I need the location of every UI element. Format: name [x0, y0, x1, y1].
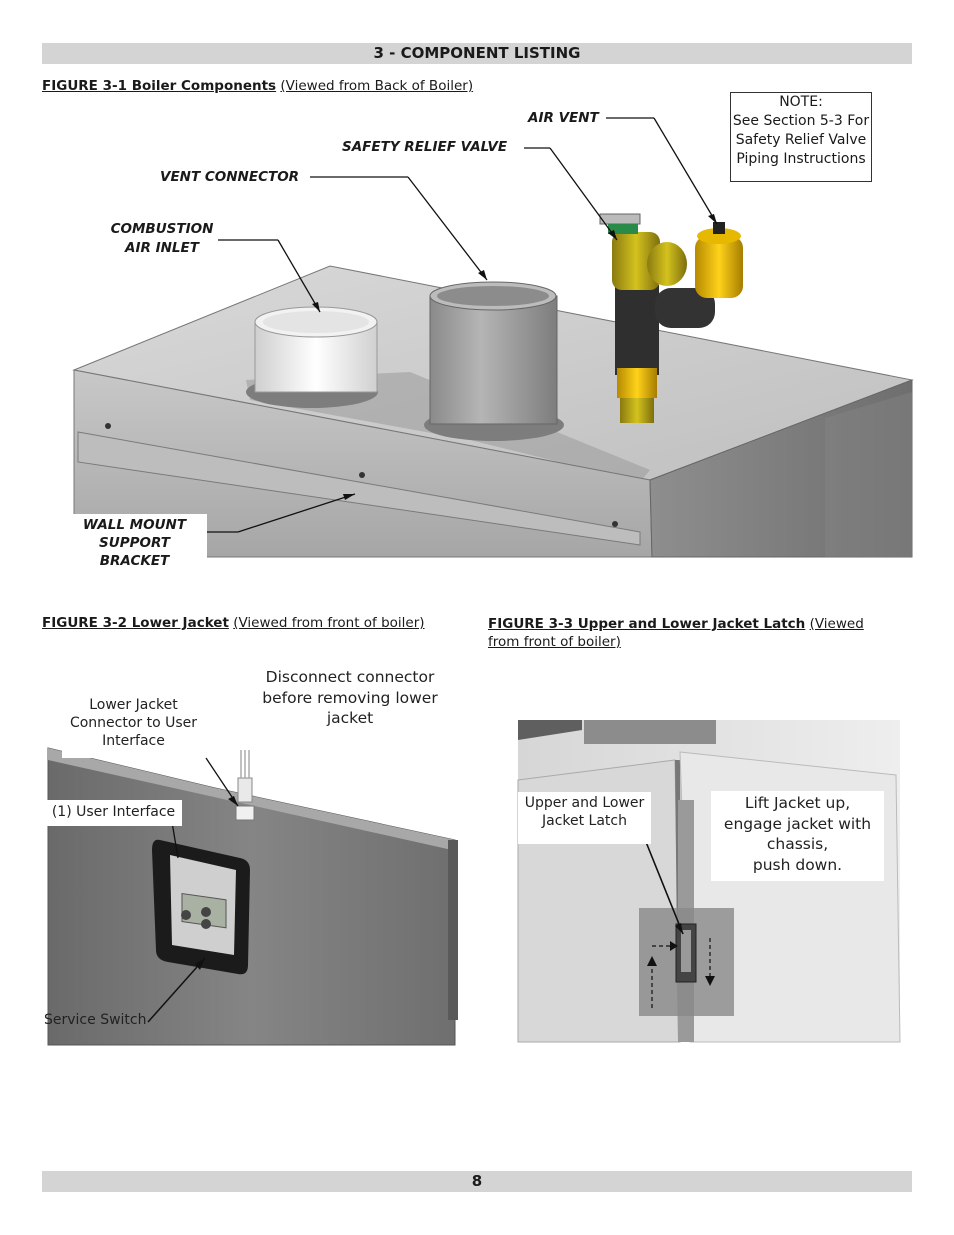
label-line: chassis, [766, 835, 829, 853]
service-switch-label: Service Switch [44, 1012, 147, 1028]
figure-3-2-title-bold: FIGURE 3-2 Lower Jacket [42, 615, 229, 631]
callout-line: WALL MOUNT [82, 517, 187, 533]
label-line: Lift Jacket up, [744, 794, 851, 812]
label-line: push down. [752, 855, 843, 874]
label-line: Jacket Latch [541, 813, 627, 829]
user-interface-label: (1) User Interface [45, 800, 182, 826]
figure-3-1-title-bold: FIGURE 3-1 Boiler Components [42, 78, 277, 94]
lower-jacket-illustration [47, 747, 458, 1046]
label-line: engage jacket with [723, 814, 872, 833]
note-box: NOTE: See Section 5-3 For Safety Relief … [730, 92, 872, 182]
boiler-components-illustration [72, 117, 914, 558]
note-line: See Section 5-3 For [732, 113, 870, 129]
figure-3-3-title: FIGURE 3-3 Upper and Lower Jacket Latch … [488, 615, 908, 651]
note-line: jacket [326, 709, 374, 727]
note-line: before removing lower [262, 688, 438, 707]
label-line: Upper and Lower [524, 795, 645, 811]
callout-line: SUPPORT [99, 535, 170, 551]
callout-line: COMBUSTION [110, 221, 214, 237]
upper-lower-jacket-latch-label: Upper and Lower Jacket Latch [518, 792, 651, 844]
label-line: Connector to User [69, 715, 198, 731]
figure-3-3-title-sub: (Viewed [809, 616, 864, 632]
note-line: Piping Instructions [736, 151, 866, 167]
figure-3-1-title: FIGURE 3-1 Boiler Components (Viewed fro… [42, 78, 473, 94]
callout-line: AIR INLET [125, 240, 199, 256]
jacket-latch-illustration [517, 720, 901, 1043]
callout-vent-connector: VENT CONNECTOR [160, 169, 300, 185]
lower-jacket-connector-label: Lower Jacket Connector to User Interface [62, 696, 205, 758]
note-line: Safety Relief Valve [735, 132, 867, 148]
callout-air-vent: AIR VENT [528, 110, 599, 126]
section-title: 3 - COMPONENT LISTING [373, 44, 581, 62]
figure-3-2-title: FIGURE 3-2 Lower Jacket (Viewed from fro… [42, 615, 425, 631]
callout-combustion-air-inlet: COMBUSTION AIR INLET [104, 220, 220, 258]
figure-3-3-title-sub: from front of boiler) [488, 634, 621, 650]
callout-wall-mount-support-bracket: WALL MOUNT SUPPORT BRACKET [62, 514, 207, 572]
label-line: Interface [102, 733, 165, 749]
figure-3-3-title-bold: FIGURE 3-3 Upper and Lower Jacket Latch [488, 616, 806, 632]
figure-3-1-title-sub: (Viewed from Back of Boiler) [280, 78, 474, 94]
callout-safety-relief-valve: SAFETY RELIEF VALVE [342, 139, 508, 155]
note-line: Disconnect connector [265, 668, 435, 686]
lift-jacket-instruction: Lift Jacket up, engage jacket with chass… [711, 791, 884, 881]
callout-line: BRACKET [99, 553, 170, 569]
note-line: NOTE: [779, 94, 823, 110]
disconnect-connector-note: Disconnect connector before removing low… [250, 667, 450, 729]
label-line: Lower Jacket [89, 697, 178, 713]
figure-3-2-title-sub: (Viewed from front of boiler) [233, 615, 425, 631]
footer-bar: 8 [42, 1171, 912, 1192]
section-header-bar: 3 - COMPONENT LISTING [42, 43, 912, 64]
page-number: 8 [471, 1172, 483, 1190]
